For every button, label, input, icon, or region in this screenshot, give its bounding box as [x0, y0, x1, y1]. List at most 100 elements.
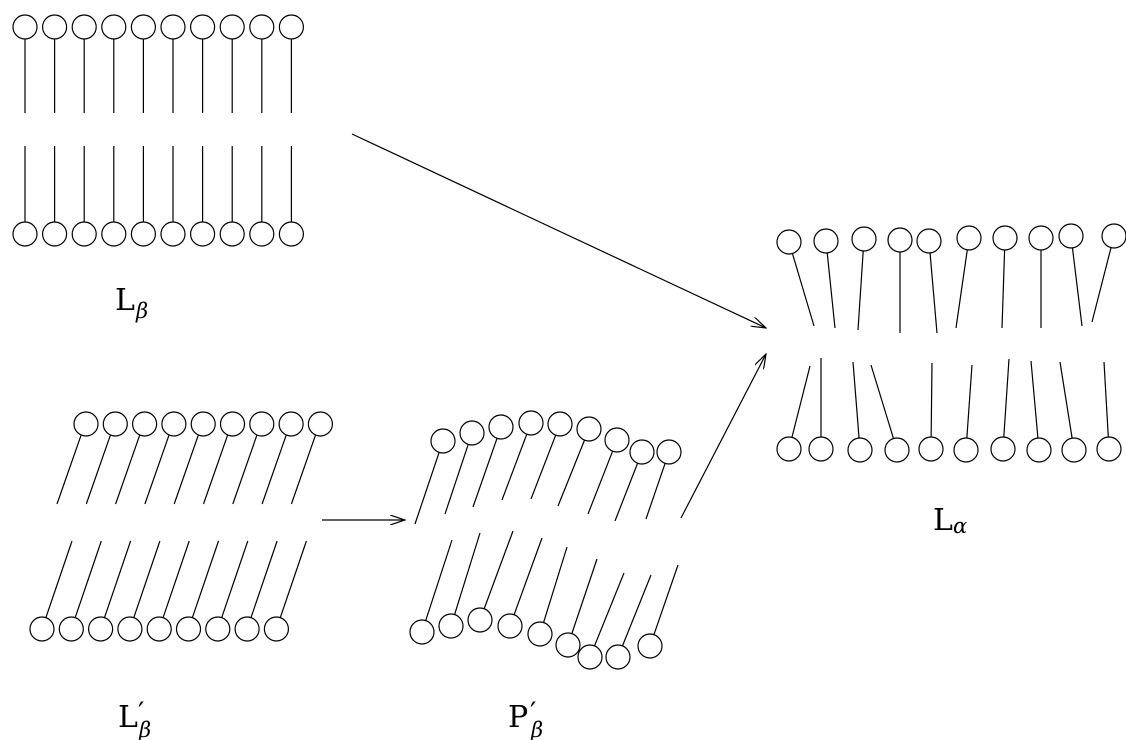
lipid-tail: [826, 252, 836, 329]
lipid-head: [467, 607, 493, 633]
lipid-tail: [425, 539, 453, 621]
label-prime: ′: [530, 696, 536, 729]
transition-arrows: [322, 133, 766, 520]
lipid-tail: [513, 537, 543, 615]
lipid-head: [497, 613, 523, 639]
lipid-head: [12, 221, 38, 247]
lipid-head: [851, 226, 877, 252]
lipid-head: [278, 221, 304, 247]
lipid-tail: [290, 434, 317, 505]
lipid-head: [132, 411, 158, 437]
label-l-beta: L β: [115, 283, 148, 323]
lipid-head: [307, 411, 333, 437]
lipid-head: [29, 616, 55, 642]
lipid-head: [73, 411, 99, 437]
lipid-head: [278, 411, 304, 437]
lipid-head: [576, 416, 602, 442]
label-letter: P: [508, 700, 528, 735]
lipid-head: [847, 437, 873, 463]
lipid-head: [58, 616, 84, 642]
lipid-head: [637, 633, 663, 659]
lipid-tail: [85, 434, 112, 505]
lipid-tail: [593, 572, 625, 647]
lipid-head: [160, 14, 186, 40]
label-subscript: β: [138, 718, 151, 740]
lipid-head: [101, 221, 127, 247]
lipid-head: [190, 221, 216, 247]
lipid-head: [884, 437, 910, 463]
lipid-tail: [414, 452, 440, 525]
lipid-head: [916, 228, 942, 254]
lipid-tail: [542, 546, 568, 623]
l-alpha-bilayer: [776, 223, 1126, 463]
lipid-head: [87, 616, 114, 642]
lipid-head: [518, 410, 544, 436]
lipid-head: [547, 411, 573, 437]
lipid-head: [1096, 436, 1122, 462]
lipid-head: [656, 439, 682, 465]
lipid-tail: [621, 574, 652, 647]
lipid-head: [459, 420, 485, 446]
lipid-tail: [232, 434, 258, 505]
lipid-head: [101, 14, 127, 40]
lipid-tail: [191, 540, 220, 618]
lipid-head: [555, 632, 581, 658]
lipid-tail: [557, 439, 586, 507]
lipid-tail: [857, 250, 864, 331]
lipid-tail: [1059, 361, 1073, 439]
lipid-tail: [930, 362, 933, 438]
lipid-tail: [453, 532, 481, 615]
lipid-tail: [791, 253, 815, 327]
lipid-tail: [45, 540, 73, 618]
lipid-tail: [955, 249, 968, 329]
lipid-tail: [221, 540, 249, 618]
lipid-tail: [1003, 358, 1010, 438]
lipid-tail: [261, 434, 287, 505]
arrow-lbeta-to-lalpha: [351, 133, 766, 328]
lipid-head: [117, 616, 143, 642]
lipid-head: [41, 221, 68, 247]
lipid-tail: [444, 444, 469, 515]
lipid-tail: [173, 434, 199, 505]
label-subscript: β: [135, 299, 148, 323]
lipid-head: [249, 14, 275, 40]
lipid-head: [1101, 223, 1126, 249]
label-p-beta-prime: P ′ β: [508, 696, 543, 740]
lipid-head: [808, 436, 834, 462]
lipid-head: [956, 225, 982, 251]
lipid-head: [175, 616, 202, 642]
l-beta-prime-bilayer: [29, 411, 333, 642]
lipid-tail: [1071, 247, 1083, 327]
lipid-head: [629, 439, 655, 465]
lipid-tail: [501, 434, 528, 501]
lipid-head: [438, 613, 464, 639]
lipid-tail: [133, 540, 161, 618]
lipid-head: [205, 616, 231, 642]
lipid-tail: [653, 564, 679, 635]
lipid-head: [813, 228, 839, 254]
lipid-head: [263, 616, 289, 642]
lipid-head: [219, 411, 246, 437]
lipid-tail: [614, 462, 639, 522]
lipid-tail: [1103, 361, 1109, 438]
lipid-head: [577, 644, 603, 670]
lipid-head: [219, 221, 245, 247]
lipid-head: [161, 411, 187, 437]
lipid-head: [41, 14, 68, 40]
label-subscript: β: [530, 718, 543, 740]
lipid-tail: [791, 365, 811, 438]
lipid-head: [71, 14, 97, 40]
lipid-tail: [966, 364, 973, 439]
lipid-tail: [645, 463, 666, 520]
label-letter: L: [118, 700, 138, 735]
lipid-tail: [1030, 360, 1039, 439]
lipid-head: [488, 414, 514, 440]
lipid-head: [130, 14, 156, 40]
lipid-head: [12, 14, 38, 40]
lipid-tail: [115, 434, 141, 505]
lipid-tail: [587, 450, 614, 515]
lipid-tail: [1001, 249, 1006, 329]
lipid-head: [249, 411, 275, 437]
lipid-tail: [144, 434, 170, 505]
